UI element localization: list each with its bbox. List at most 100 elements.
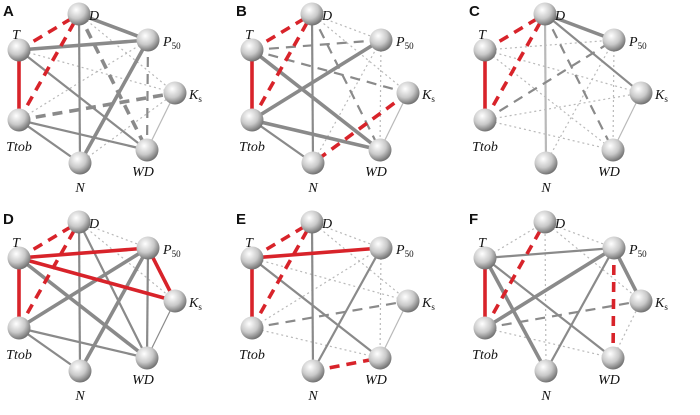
node-p50 bbox=[369, 236, 393, 260]
node-label-ttob: Ttob bbox=[239, 348, 265, 363]
node-d bbox=[533, 2, 557, 26]
edge-t-wd bbox=[484, 49, 614, 151]
edge-p50-wd bbox=[611, 247, 616, 359]
edge-t-wd bbox=[18, 49, 148, 151]
edge-ttob-d bbox=[250, 221, 314, 329]
node-label-ttob: Ttob bbox=[6, 348, 32, 363]
edge-n-ks bbox=[79, 92, 176, 164]
edge-ttob-wd bbox=[484, 327, 614, 359]
node-label-t: T bbox=[12, 236, 21, 251]
edge-d-p50 bbox=[311, 221, 382, 249]
node-wd bbox=[368, 138, 392, 162]
node-label-d: D bbox=[88, 9, 99, 24]
node-ks bbox=[629, 289, 653, 313]
node-d bbox=[533, 210, 557, 234]
panel-letter-e: E bbox=[236, 211, 246, 228]
edge-p50-wd bbox=[612, 39, 615, 151]
edge-t-p50 bbox=[484, 39, 615, 51]
edge-d-p50 bbox=[78, 12, 149, 42]
edge-t-p50 bbox=[251, 246, 382, 260]
node-label-d: D bbox=[554, 9, 565, 24]
node-label-p50: P50 bbox=[162, 243, 181, 259]
node-d bbox=[67, 210, 91, 234]
panel-letter-d: D bbox=[3, 211, 14, 228]
edge-ttob-d bbox=[483, 13, 547, 121]
node-label-p50: P50 bbox=[628, 243, 647, 259]
edge-n-p50 bbox=[545, 247, 615, 372]
edge-n-p50 bbox=[78, 247, 150, 372]
node-ks bbox=[163, 81, 187, 105]
node-label-wd: WD bbox=[132, 373, 154, 388]
edge-t-d bbox=[18, 12, 80, 52]
node-label-wd: WD bbox=[598, 373, 620, 388]
node-label-p50: P50 bbox=[162, 35, 181, 51]
edge-n-d bbox=[77, 221, 82, 372]
edge-d-wd bbox=[77, 13, 149, 151]
panel-letter-c: C bbox=[469, 3, 480, 20]
node-ks bbox=[163, 289, 187, 313]
node-label-ks: Ks bbox=[654, 88, 668, 104]
edge-ttob-p50 bbox=[251, 247, 382, 329]
node-p50 bbox=[602, 236, 626, 260]
edge-t-n bbox=[483, 257, 548, 372]
node-wd bbox=[601, 138, 625, 162]
node-label-t: T bbox=[245, 28, 254, 43]
node-t bbox=[240, 246, 264, 270]
node-ks bbox=[629, 81, 653, 105]
edge-t-p50 bbox=[484, 246, 615, 260]
node-n bbox=[301, 151, 325, 175]
node-label-wd: WD bbox=[598, 165, 620, 180]
edge-ttob-p50 bbox=[484, 246, 615, 330]
node-label-ttob: Ttob bbox=[472, 140, 498, 155]
node-t bbox=[473, 38, 497, 62]
edge-ttob-p50 bbox=[484, 39, 615, 121]
node-label-n: N bbox=[307, 389, 318, 404]
node-label-p50: P50 bbox=[395, 243, 414, 259]
node-label-n: N bbox=[307, 181, 318, 196]
node-label-d: D bbox=[554, 217, 565, 232]
node-label-wd: WD bbox=[365, 165, 387, 180]
edge-p50-wd bbox=[379, 247, 382, 359]
edge-p50-wd bbox=[145, 39, 150, 151]
node-p50 bbox=[369, 28, 393, 52]
edge-t-wd bbox=[250, 48, 382, 152]
edge-n-p50 bbox=[312, 39, 382, 164]
edge-ks-n bbox=[311, 91, 410, 165]
node-p50 bbox=[136, 236, 160, 260]
edge-d-ks bbox=[311, 221, 409, 302]
node-ttob bbox=[7, 316, 31, 340]
node-label-ks: Ks bbox=[188, 296, 202, 312]
node-ttob bbox=[7, 108, 31, 132]
node-n bbox=[68, 151, 92, 175]
edge-t-ks bbox=[18, 256, 176, 303]
edge-n-p50 bbox=[312, 247, 382, 372]
edge-d-p50 bbox=[544, 221, 615, 249]
node-wd bbox=[135, 138, 159, 162]
edge-t-p50 bbox=[18, 38, 149, 52]
panel-letter-a: A bbox=[3, 3, 14, 20]
node-ttob bbox=[240, 108, 264, 132]
edge-ttob-ks bbox=[484, 299, 642, 330]
node-wd bbox=[601, 346, 625, 370]
panel-letter-f: F bbox=[469, 211, 478, 228]
node-n bbox=[301, 359, 325, 383]
node-ks bbox=[396, 289, 420, 313]
node-d bbox=[300, 210, 324, 234]
edge-ttob-p50 bbox=[251, 38, 382, 122]
node-d bbox=[300, 2, 324, 26]
node-label-n: N bbox=[540, 389, 551, 404]
edge-n-p50 bbox=[78, 39, 150, 164]
node-wd bbox=[368, 346, 392, 370]
edge-t-wd bbox=[251, 257, 381, 359]
node-label-p50: P50 bbox=[628, 35, 647, 51]
edge-d-ks bbox=[311, 13, 409, 94]
edge-ttob-wd bbox=[251, 118, 381, 152]
edge-ttob-p50 bbox=[18, 39, 149, 121]
node-label-ks: Ks bbox=[421, 296, 435, 312]
node-label-d: D bbox=[88, 217, 99, 232]
edge-ttob-d bbox=[250, 13, 314, 121]
